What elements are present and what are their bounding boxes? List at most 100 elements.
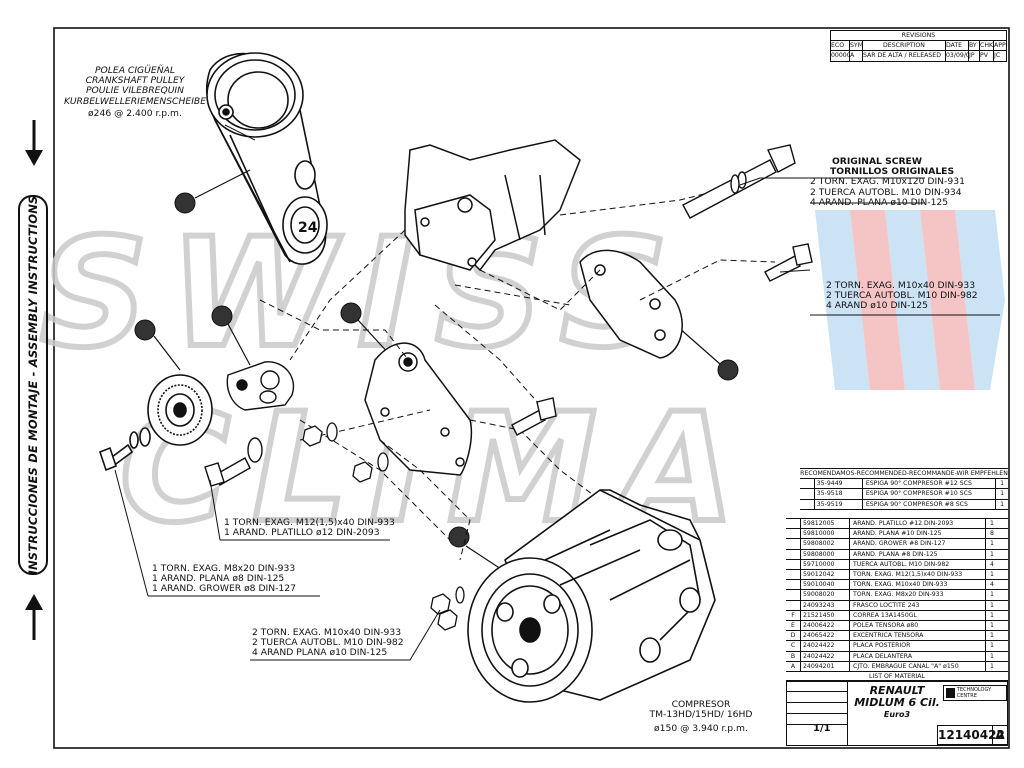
bom-qty: 4	[990, 581, 994, 589]
engine-block	[404, 139, 581, 272]
rev-h-app: APP	[994, 42, 1006, 50]
recommended-table: RECOMENDAMOS-RECOMMENDED-RECOMMANDE-WIR …	[800, 468, 1008, 510]
title-line-3: Euro3	[883, 710, 911, 719]
company-logo: TECHNOLOGY CENTRE	[943, 685, 1007, 701]
crank-line-4: KURBELWELLERIEMENSCHEIBE	[63, 95, 207, 107]
screw-right	[764, 243, 813, 282]
approval-cells: 1/1	[787, 681, 848, 745]
left-bolts-label: 1 TORN. EXAG. M8x20 DIN-933 1 ARAND. PLA…	[152, 563, 296, 595]
title-text: RENAULT MIDLUM 6 Cil. Euro3	[851, 685, 943, 721]
bom-ref	[786, 549, 801, 559]
bom-code: 59808000	[801, 549, 850, 559]
arrow-down-icon	[25, 120, 43, 166]
bom-code: 24094201	[801, 661, 850, 672]
original-screw-label: ORIGINAL SCREW TORNILLOS ORIGINALES 2 TO…	[810, 156, 965, 208]
left-bolts-line-2: 1 ARAND. PLANA ø8 DIN-125	[152, 573, 285, 585]
bom-code: 24006422	[801, 621, 850, 631]
title-block: 1/1 RENAULT MIDLUM 6 Cil. Euro3 TECHNOLO…	[786, 680, 1008, 746]
rev-app: JC	[994, 52, 1001, 60]
mid-bolts-line-1: 1 TORN. EXAG. M12(1,5)x40 DIN-933	[224, 517, 395, 528]
bom-desc: TORN. EXAG. M8x20 DIN-933	[850, 590, 986, 600]
bottom-bolts-line-1: 2 TORN. EXAG. M10x40 DIN-933	[252, 627, 402, 638]
bom-code: 59008020	[801, 590, 850, 600]
bom-desc: POLEA TENSORA ø80	[850, 621, 986, 631]
rec-code-2: 35-9518	[815, 489, 863, 499]
bom-ref	[786, 590, 801, 600]
original-screw-title-2: TORNILLOS ORIGINALES	[830, 166, 955, 178]
right-bolts-line-1: 2 TORN. EXAG. M10x40 DIN-933	[826, 280, 976, 291]
side-banner-text: INSTRUCCIONES DE MONTAJE - ASSEMBLY INST…	[26, 195, 40, 575]
rev-eco: 00000	[831, 51, 850, 61]
company-name: TECHNOLOGY CENTRE	[956, 687, 992, 699]
bom-code: 59808002	[801, 539, 850, 549]
tensioner-eccentric	[226, 361, 295, 411]
revision-block: REVISIONS ECO SYM DESCRIPTION DATE BY CH…	[830, 30, 1007, 62]
original-screw-line-1: 2 TORN. EXAG. M10x120 DIN-931	[810, 176, 965, 188]
left-bolts-line-1: 1 TORN. EXAG. M8x20 DIN-933	[152, 563, 296, 574]
bom-code: 24093243	[801, 600, 850, 610]
bom-code: 24024422	[801, 641, 850, 651]
bom-desc: CJTO. EMBRAGUE CANAL "A" ø150	[850, 661, 986, 672]
bom-qty: 1	[990, 550, 994, 558]
bom-code: 59012042	[801, 570, 850, 580]
revision-letter: A	[992, 725, 1008, 745]
rev-chk: PV	[980, 51, 994, 61]
bom-code: 59810000	[801, 529, 850, 539]
bom-code: 59710000	[801, 559, 850, 570]
rec-qty-1: 1	[1000, 480, 1005, 488]
rev-by: JP	[969, 51, 980, 61]
bom-code: 24065422	[801, 631, 850, 641]
bom-ref	[786, 529, 801, 539]
rec-qty-2: 1	[1000, 490, 1005, 498]
svg-text:SWISS: SWISS	[40, 207, 690, 381]
bom-ref	[786, 580, 801, 590]
compressor-line-2: TM-13HD/15HD/ 16HD	[649, 709, 753, 721]
sheet-number: 1/1	[813, 723, 831, 734]
rev-sym: A	[850, 51, 863, 61]
revision-title: REVISIONS	[901, 32, 936, 39]
title-line-2: MIDLUM 6 Cil.	[854, 696, 940, 709]
bom-qty: 1	[990, 520, 994, 527]
rev-h-desc: DESCRIPTION	[863, 41, 946, 51]
bom-qty: 1	[990, 540, 994, 548]
right-bolts-label: 2 TORN. EXAG. M10x40 DIN-933 2 TUERCA AU…	[826, 280, 978, 312]
callout-leaders	[114, 124, 1000, 661]
nuts-washers	[302, 422, 465, 631]
front-bracket	[364, 342, 472, 476]
bom-qty: 1	[990, 611, 994, 619]
bom-code: 24024422	[801, 651, 850, 661]
bom-desc: ARAND. PLANA #10 DIN-125	[850, 529, 986, 539]
bom-desc: ARAND. PLATILLO #12 DIN-2093	[850, 519, 986, 529]
item-bubbles	[134, 192, 739, 548]
drawing-number: 12140422	[937, 725, 1005, 745]
rev-h-sym: SYM	[850, 41, 863, 51]
rec-code-1: 35-9449	[815, 479, 863, 489]
original-screw-line-3: 4 ARAND. PLANA ø10 DIN-125	[810, 196, 949, 208]
rev-h-chk: CHK	[980, 41, 994, 51]
bom-ref: D	[786, 631, 801, 641]
bom-desc: ARAND. GROWER #8 DIN-127	[850, 539, 986, 549]
crank-line-1: POLEA CIGÜEÑAL	[95, 65, 175, 76]
compressor-spec: ø150 @ 3.940 r.p.m.	[654, 723, 748, 735]
svg-text:24: 24	[298, 220, 318, 236]
mid-bolts-line-2: 1 ARAND. PLATILLO ø12 DIN-2093	[224, 527, 380, 539]
crank-line-3: POULIE VILEBREQUIN	[86, 85, 184, 97]
bom-desc: TORN. EXAG. M12(1,5)x40 DIN-933	[850, 570, 986, 580]
bom-qty: 1	[990, 662, 994, 670]
bom-ref: B	[786, 651, 801, 661]
crank-spec: ø246 @ 2.400 r.p.m.	[88, 107, 182, 119]
bom-desc: CORREA 13A1450GL	[850, 610, 986, 621]
